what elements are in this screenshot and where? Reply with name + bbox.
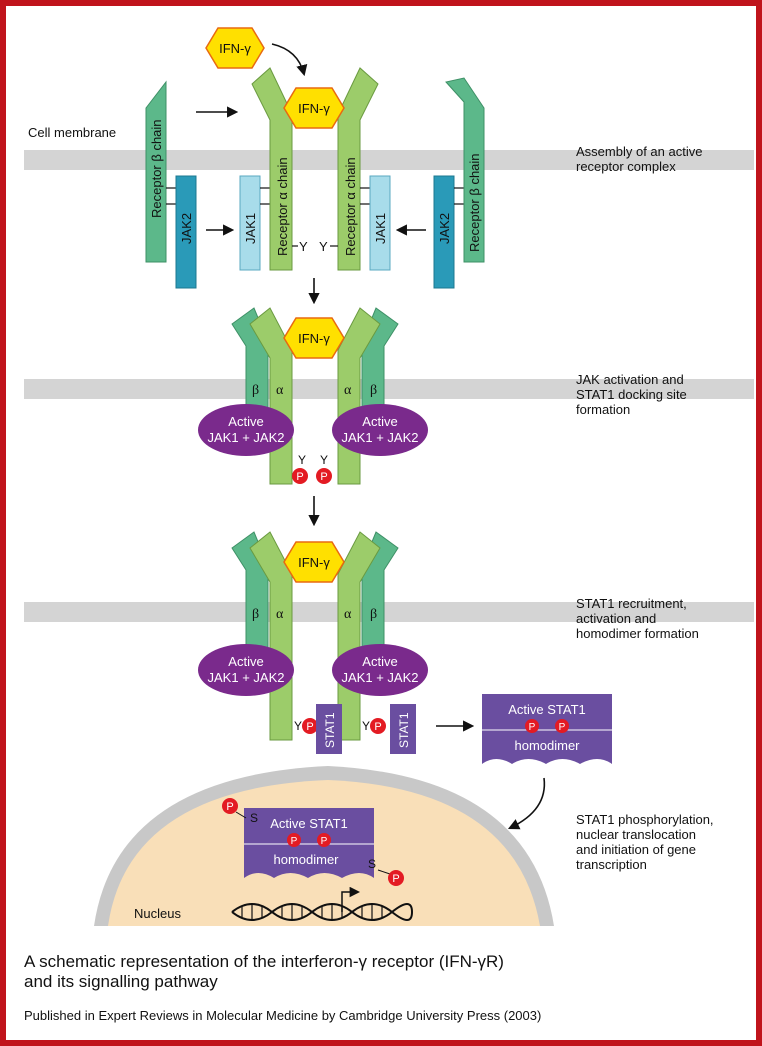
ifn-gamma-pathway-diagram: Cell membrane IFN-γ Receptor β chain JAK… bbox=[24, 27, 754, 926]
cell-membrane-label: Cell membrane bbox=[28, 125, 116, 140]
ifn-gamma-bound-1: IFN-γ bbox=[283, 87, 345, 129]
tyrosine-left-1: Y bbox=[299, 239, 308, 254]
svg-text:JAK1 + JAK2: JAK1 + JAK2 bbox=[342, 670, 419, 685]
svg-text:β: β bbox=[252, 607, 259, 622]
step-1-label: Assembly of an active receptor complex bbox=[576, 144, 706, 174]
svg-text:Y: Y bbox=[298, 453, 306, 467]
svg-text:P: P bbox=[392, 873, 399, 885]
active-jak-left-2 bbox=[198, 404, 294, 456]
svg-text:P: P bbox=[374, 721, 381, 733]
svg-text:JAK1 + JAK2: JAK1 + JAK2 bbox=[342, 430, 419, 445]
receptor-beta-chain-right: Receptor β chain bbox=[445, 77, 485, 263]
svg-text:Active: Active bbox=[362, 414, 397, 429]
svg-text:α: α bbox=[276, 607, 284, 622]
step-label-line: and initiation of gene bbox=[576, 842, 696, 857]
receptor-complex-3: IFN-γ β α α β Active JAK1 + JAK2 Active … bbox=[198, 531, 428, 754]
svg-text:homodimer: homodimer bbox=[273, 852, 339, 867]
svg-text:Y: Y bbox=[362, 719, 370, 733]
svg-text:homodimer: homodimer bbox=[514, 738, 580, 753]
svg-text:Receptor α chain: Receptor α chain bbox=[343, 157, 358, 256]
svg-text:IFN-γ: IFN-γ bbox=[298, 555, 330, 570]
figure-caption: A schematic representation of the interf… bbox=[24, 952, 504, 991]
svg-text:P: P bbox=[320, 471, 327, 483]
svg-text:β: β bbox=[370, 607, 377, 622]
svg-text:P: P bbox=[226, 801, 233, 813]
stat1-left bbox=[316, 704, 342, 754]
ifn-gamma-ligand-free: IFN-γ bbox=[205, 27, 265, 69]
nucleus-label: Nucleus bbox=[134, 906, 181, 921]
jak2-right: JAK2 bbox=[433, 175, 455, 289]
svg-text:Y: Y bbox=[320, 453, 328, 467]
svg-text:P: P bbox=[321, 836, 328, 847]
svg-text:α: α bbox=[344, 383, 352, 398]
receptor-complex-2: IFN-γ β α α β Active JAK1 + JAK2 Active … bbox=[198, 307, 428, 485]
svg-text:JAK2: JAK2 bbox=[179, 213, 194, 244]
svg-text:STAT1: STAT1 bbox=[323, 712, 337, 748]
svg-text:α: α bbox=[344, 607, 352, 622]
translocation-arrow bbox=[507, 777, 546, 830]
jak1-right: JAK1 bbox=[369, 175, 391, 271]
svg-text:JAK1 + JAK2: JAK1 + JAK2 bbox=[208, 670, 285, 685]
svg-text:IFN-γ: IFN-γ bbox=[298, 101, 330, 116]
stat1-right bbox=[390, 704, 416, 754]
step-label-line: transcription bbox=[576, 857, 647, 872]
jak2-left: JAK2 bbox=[175, 175, 197, 289]
svg-text:IFN-γ: IFN-γ bbox=[219, 41, 251, 56]
svg-text:IFN-γ: IFN-γ bbox=[298, 331, 330, 346]
svg-text:S: S bbox=[250, 811, 258, 825]
svg-text:β: β bbox=[370, 383, 377, 398]
svg-text:STAT1: STAT1 bbox=[397, 712, 411, 748]
step-label-line: activation and bbox=[576, 611, 656, 626]
stat1-homodimer-nuclear: Active STAT1 P P homodimer bbox=[244, 808, 374, 878]
svg-text:P: P bbox=[306, 721, 313, 733]
step-label-line: STAT1 docking site bbox=[576, 387, 687, 402]
svg-text:JAK1 + JAK2: JAK1 + JAK2 bbox=[208, 430, 285, 445]
step-label-line: formation bbox=[576, 402, 630, 417]
svg-text:JAK1: JAK1 bbox=[373, 213, 388, 244]
step-label-line: homodimer formation bbox=[576, 626, 699, 641]
svg-text:S: S bbox=[368, 857, 376, 871]
step-4-label: STAT1 phosphorylation, nuclear transloca… bbox=[576, 812, 717, 872]
svg-text:P: P bbox=[559, 722, 566, 733]
svg-text:Active STAT1: Active STAT1 bbox=[270, 816, 348, 831]
cell-membrane-1 bbox=[24, 150, 754, 170]
svg-text:β: β bbox=[252, 383, 259, 398]
svg-text:α: α bbox=[276, 383, 284, 398]
svg-text:P: P bbox=[296, 471, 303, 483]
jak1-left: JAK1 bbox=[239, 175, 261, 271]
receptor-beta-chain-left: Receptor β chain bbox=[145, 80, 167, 263]
transcription-start-arrow bbox=[341, 886, 361, 912]
svg-text:Receptor β chain: Receptor β chain bbox=[467, 153, 482, 252]
step-label-line: nuclear translocation bbox=[576, 827, 696, 842]
svg-text:Active: Active bbox=[228, 654, 263, 669]
tyrosine-right-1: Y bbox=[319, 239, 328, 254]
binding-arrow bbox=[271, 43, 308, 77]
svg-text:Receptor α chain: Receptor α chain bbox=[275, 157, 290, 256]
svg-text:Active STAT1: Active STAT1 bbox=[508, 702, 586, 717]
figure-credit: Published in Expert Reviews in Molecular… bbox=[24, 1008, 542, 1023]
svg-text:JAK2: JAK2 bbox=[437, 213, 452, 244]
svg-text:JAK1: JAK1 bbox=[243, 213, 258, 244]
svg-text:P: P bbox=[291, 836, 298, 847]
receptor-alpha-chain-right: Receptor α chain bbox=[337, 67, 379, 271]
step-label-line: receptor complex bbox=[576, 159, 676, 174]
svg-text:Active: Active bbox=[362, 654, 397, 669]
active-jak-right-2 bbox=[332, 404, 428, 456]
cell-membrane-2 bbox=[24, 379, 754, 399]
cell-membrane-3 bbox=[24, 602, 754, 622]
stat1-homodimer-cytoplasm: Active STAT1 P P homodimer bbox=[482, 694, 612, 764]
svg-text:Y: Y bbox=[294, 719, 302, 733]
svg-text:Receptor β chain: Receptor β chain bbox=[149, 119, 164, 218]
svg-text:Active: Active bbox=[228, 414, 263, 429]
svg-text:P: P bbox=[529, 722, 536, 733]
receptor-alpha-chain-left: Receptor α chain bbox=[251, 67, 293, 271]
